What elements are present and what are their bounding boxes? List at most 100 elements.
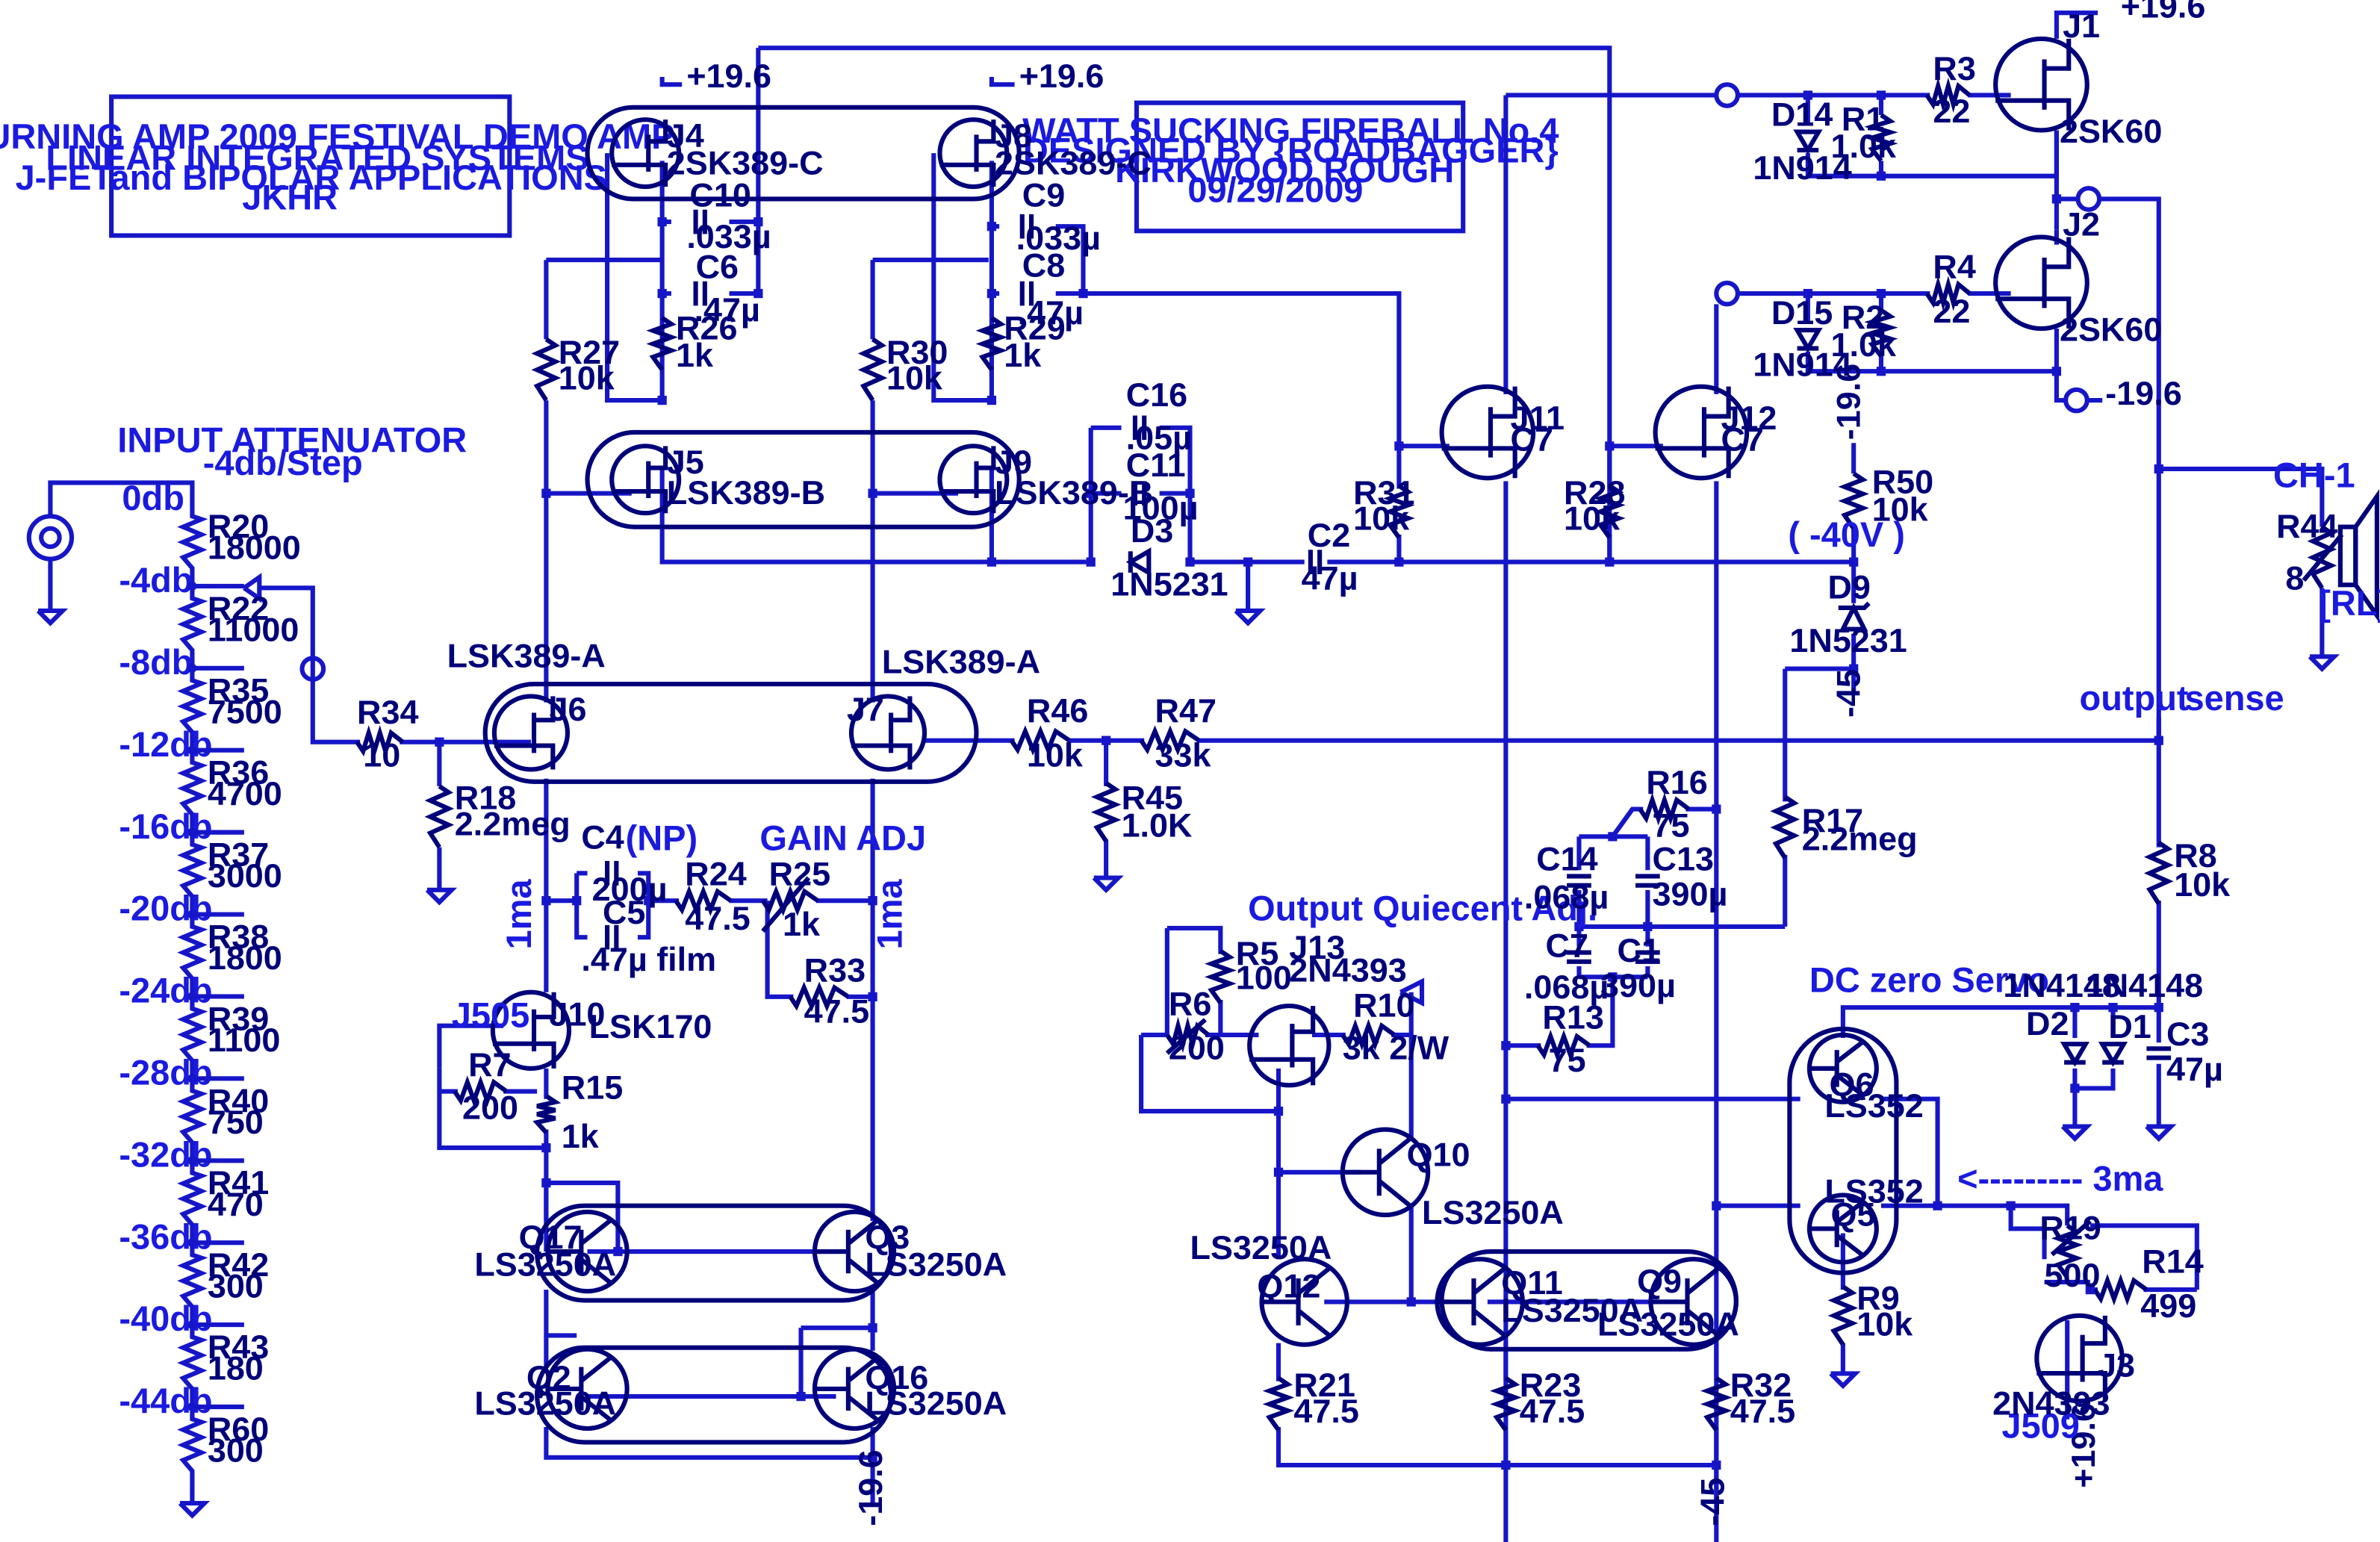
r3-resistor: [1924, 77, 1972, 114]
r24-value: 47.5: [685, 899, 750, 937]
q10-value: LS3250A: [1422, 1193, 1564, 1231]
r1-resistor: [1864, 113, 1898, 163]
r6-ref: R6: [1169, 984, 1211, 1022]
r3-value: 22: [1933, 92, 1970, 130]
r7-value: 200: [462, 1088, 518, 1126]
r9-ref: R9: [1857, 1279, 1899, 1317]
r18-ref: R18: [455, 779, 516, 817]
r18-value: 2.2meg: [455, 804, 571, 842]
q5-ref: Q5: [1831, 1195, 1876, 1233]
r16-ref: R16: [1646, 763, 1707, 801]
r27-ref: R27: [559, 333, 620, 371]
atten-resistor-ref: R35: [208, 671, 269, 709]
c7-ref: C7: [1546, 927, 1588, 965]
r7-resistor: [453, 1075, 509, 1107]
q17-bjt: [545, 1209, 630, 1294]
input-attenuator-label: INPUT ATTENUATOR: [117, 420, 467, 460]
d3-value: 1N5231: [1110, 565, 1228, 603]
title-block: BURNING AMP 2009 FESTIVAL DEMO AMP LINEA…: [0, 94, 674, 238]
j2-value: 2SK60: [2060, 310, 2162, 348]
c3-capacitor: [2146, 1046, 2172, 1060]
minus40v-label: ( -40V ): [1788, 514, 1905, 554]
atten-db-label: -32db: [119, 1134, 212, 1174]
r27-resistor: [531, 337, 562, 402]
c13-ref: C13: [1653, 839, 1714, 877]
atten-resistor-ref: R41: [208, 1163, 269, 1201]
rail-plus-j1: +19.6: [2121, 0, 2206, 25]
j4-value: 2SK389-C: [667, 144, 824, 182]
atten-db-label: -40db: [119, 1299, 212, 1338]
title-line-4: JKHR: [242, 178, 338, 217]
rail-minus-bottom: -19.6: [851, 1449, 889, 1526]
c7-capacitor: [1567, 950, 1591, 964]
q6-ref: Q6: [1829, 1066, 1874, 1104]
c6-value: .47µ: [695, 290, 760, 329]
d1-ref: D1: [2108, 1007, 2151, 1045]
r14-value: 499: [2140, 1287, 2196, 1325]
j5-jfet: [609, 444, 682, 516]
r6-value: 200: [1169, 1029, 1225, 1067]
j6-ref: J6: [549, 690, 586, 728]
r10-ref: R10: [1353, 986, 1414, 1024]
c14-capacitor: [1567, 874, 1591, 888]
c2-ref: C2: [1308, 516, 1350, 554]
r9-value: 10k: [1857, 1305, 1913, 1343]
r19-value: 500: [2045, 1256, 2101, 1294]
r5-value: 100: [1236, 959, 1292, 997]
title-line-3: J-FETand BIPOLAR APPLICATIONS: [16, 158, 607, 197]
atten-db-label: -16db: [119, 806, 212, 846]
j6-value: LSK389-A: [447, 637, 606, 675]
r33-resistor: [788, 981, 850, 1013]
c16-capacitor: [1132, 415, 1147, 441]
r9-resistor: [1827, 1284, 1859, 1346]
atten-resistor-ref: R36: [208, 753, 269, 792]
q6-value: LS352: [1824, 1086, 1923, 1125]
atten-resistor-value: 3000: [208, 857, 282, 895]
r29-ref: R29: [1004, 308, 1065, 346]
d15-ref: D15: [1771, 293, 1833, 332]
atten-resistor-ref: R40: [208, 1081, 269, 1119]
q16-ref: Q16: [865, 1358, 928, 1396]
output-label: output: [2080, 678, 2189, 718]
j9-value: LSK389-B: [995, 473, 1153, 512]
design-line-4: 09/29/2009: [1187, 170, 1363, 209]
rail-minus45-bottom: -45: [1694, 1478, 1732, 1526]
c14-value: .068µ: [1524, 877, 1609, 915]
atten-resistor-value: 300: [208, 1431, 264, 1470]
d2-value: 1N4148: [2003, 966, 2120, 1004]
design-line-1: WATT SUCKING FIREBALL No.4: [1022, 111, 1559, 150]
r19-ref: R19: [2039, 1209, 2101, 1247]
step-label: -4db/Step: [203, 443, 363, 482]
atten-resistor-ref: R39: [208, 999, 269, 1037]
j10-value: LSK170: [589, 1007, 712, 1045]
atten-db-label: -28db: [119, 1053, 212, 1092]
atten-resistor-value: 750: [208, 1103, 264, 1141]
d14-diode: [1793, 129, 1823, 155]
c10-capacitor: [693, 209, 707, 234]
q10-ref: Q10: [1407, 1136, 1470, 1174]
j505-label: J505: [452, 995, 530, 1035]
q10-bjt: [1340, 1127, 1431, 1218]
c6-capacitor: [693, 281, 707, 306]
r29-resistor: [975, 316, 1008, 371]
r26-value: 1k: [676, 336, 714, 374]
d9-ref: D9: [1827, 568, 1870, 606]
r45-value: 1.0K: [1122, 806, 1193, 844]
r1-ref: R1: [1842, 99, 1884, 137]
j7-jfet: [848, 694, 928, 772]
d3-ref: D3: [1131, 512, 1173, 550]
q11-bjt: [1435, 1257, 1525, 1347]
c14-ref: C14: [1536, 839, 1597, 877]
design-line-2: DESIGNED BY {ROADBAGGER}: [1023, 130, 1559, 170]
r25-value: 1k: [783, 905, 821, 943]
q12-ref: Q12: [1257, 1266, 1320, 1305]
sense-label: sense: [2185, 678, 2284, 718]
r24-resistor: [674, 885, 733, 916]
q6-bjt: [1806, 1032, 1879, 1104]
d14-value: 1N914: [1753, 149, 1851, 187]
r34-ref: R34: [357, 693, 418, 731]
atten-resistor-ref: R37: [208, 836, 269, 874]
c6-ref: C6: [696, 248, 739, 286]
r44-resistor: [2307, 525, 2337, 590]
r31-value: 10k: [1353, 500, 1410, 538]
